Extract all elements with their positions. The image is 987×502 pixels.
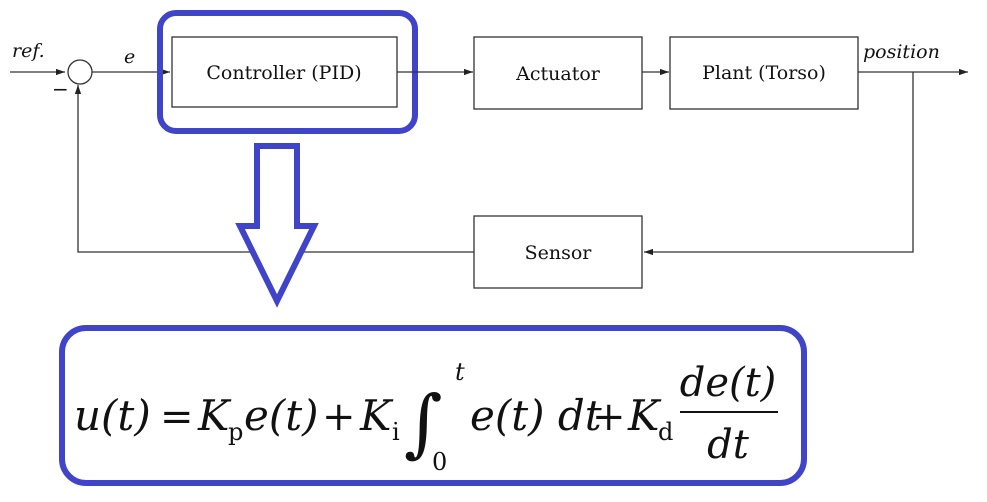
eq-plus1: +	[322, 394, 356, 440]
eq-frac-num: de(t)	[680, 360, 777, 406]
controller-block	[171, 36, 398, 108]
eq-equals: =	[160, 394, 194, 440]
pid-equation: u(t) = K p e(t) + K i ∫ t 0 e(t) dt + K …	[74, 358, 778, 476]
eq-lhs: u(t)	[74, 391, 151, 440]
feedback-to-sensor-line	[644, 72, 914, 256]
eq-int-upper: t	[455, 358, 465, 386]
output-label: position	[863, 41, 940, 63]
eq-kd-sub: d	[658, 418, 673, 446]
actuator-block	[473, 36, 643, 110]
eq-term1: e(t)	[244, 391, 319, 440]
controller-label: Controller (PID)	[206, 62, 361, 84]
minus-sign: −	[52, 77, 69, 101]
feedback-return-line	[74, 85, 474, 253]
eq-frac-den: dt	[707, 422, 750, 468]
error-label: e	[124, 46, 135, 68]
eq-plus2: +	[592, 394, 626, 440]
sensor-label: Sensor	[525, 242, 593, 264]
eq-ki-sub: i	[392, 418, 400, 446]
equation-box	[59, 325, 807, 486]
sensor-block	[473, 215, 643, 289]
eq-kd: K	[627, 391, 662, 440]
down-arrow-icon	[235, 143, 319, 308]
summing-junction	[67, 59, 93, 85]
eq-integral: ∫	[404, 380, 443, 466]
eq-int-lower: 0	[432, 448, 447, 476]
eq-ki: K	[359, 391, 394, 440]
eq-integrand: e(t) dt	[470, 391, 602, 440]
plant-block	[669, 36, 859, 110]
input-label: ref.	[12, 40, 45, 62]
eq-kp: K	[197, 391, 232, 440]
plant-label: Plant (Torso)	[702, 62, 826, 84]
actuator-label: Actuator	[515, 63, 601, 85]
eq-kp-sub: p	[228, 418, 243, 446]
